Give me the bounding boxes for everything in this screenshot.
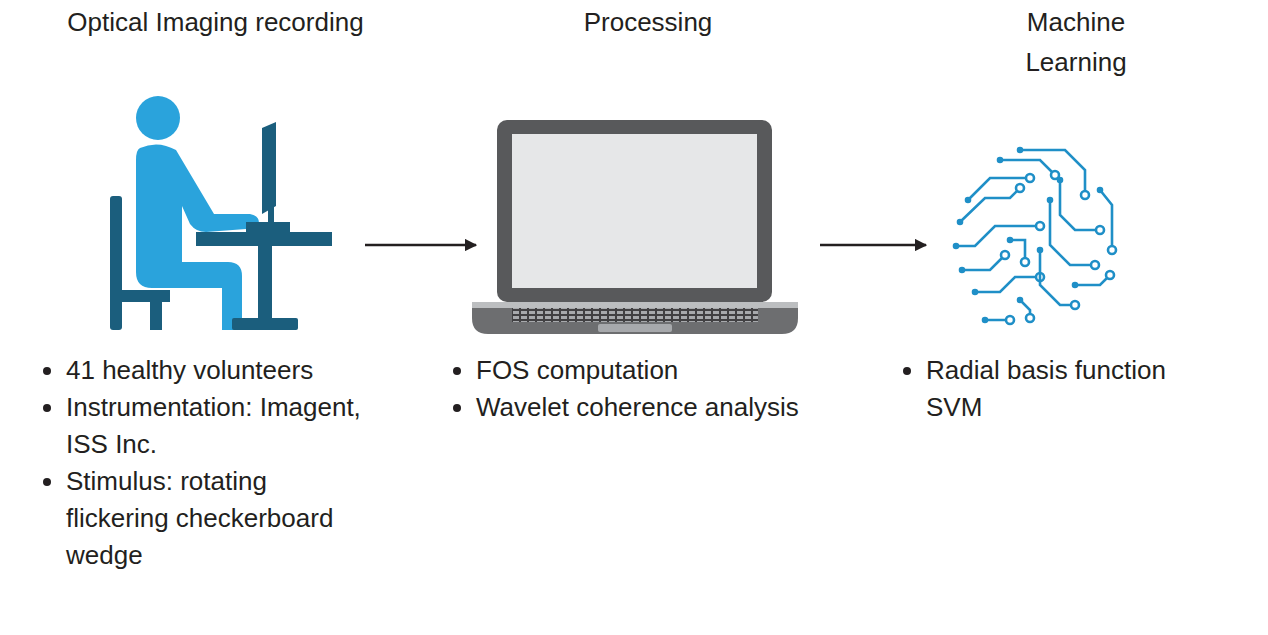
bullet-item: 41 healthy volunteers [66,352,365,389]
pipeline-stage: Machine LearningRadial basis function SV… [926,2,1226,426]
bullet-item: Radial basis function SVM [926,352,1226,426]
bullet-list: Radial basis function SVM [926,352,1226,426]
circuit-brain-icon [954,148,1116,324]
stage-heading: Machine Learning [976,2,1176,82]
bullet-item: Wavelet coherence analysis [476,389,820,426]
stage-heading: Processing [498,2,798,42]
bullet-item: Stimulus: rotating flickering checkerboa… [66,463,365,574]
person-at-desk-icon [110,96,332,330]
bullet-item: FOS computation [476,352,820,389]
stage-heading: Optical Imaging recording [66,2,365,42]
pipeline-stage: ProcessingFOS computationWavelet coheren… [476,2,820,426]
pipeline-stage: Optical Imaging recording 41 healthy volu… [66,2,365,574]
flow-arrow [820,244,926,247]
laptop-icon [472,120,798,334]
bullet-list: FOS computationWavelet coherence analysi… [476,352,820,426]
bullet-list: 41 healthy volunteersInstrumentation: Im… [66,352,365,574]
bullet-item: Instrumentation: Imagent, ISS Inc. [66,389,365,463]
flow-arrow [365,244,476,247]
